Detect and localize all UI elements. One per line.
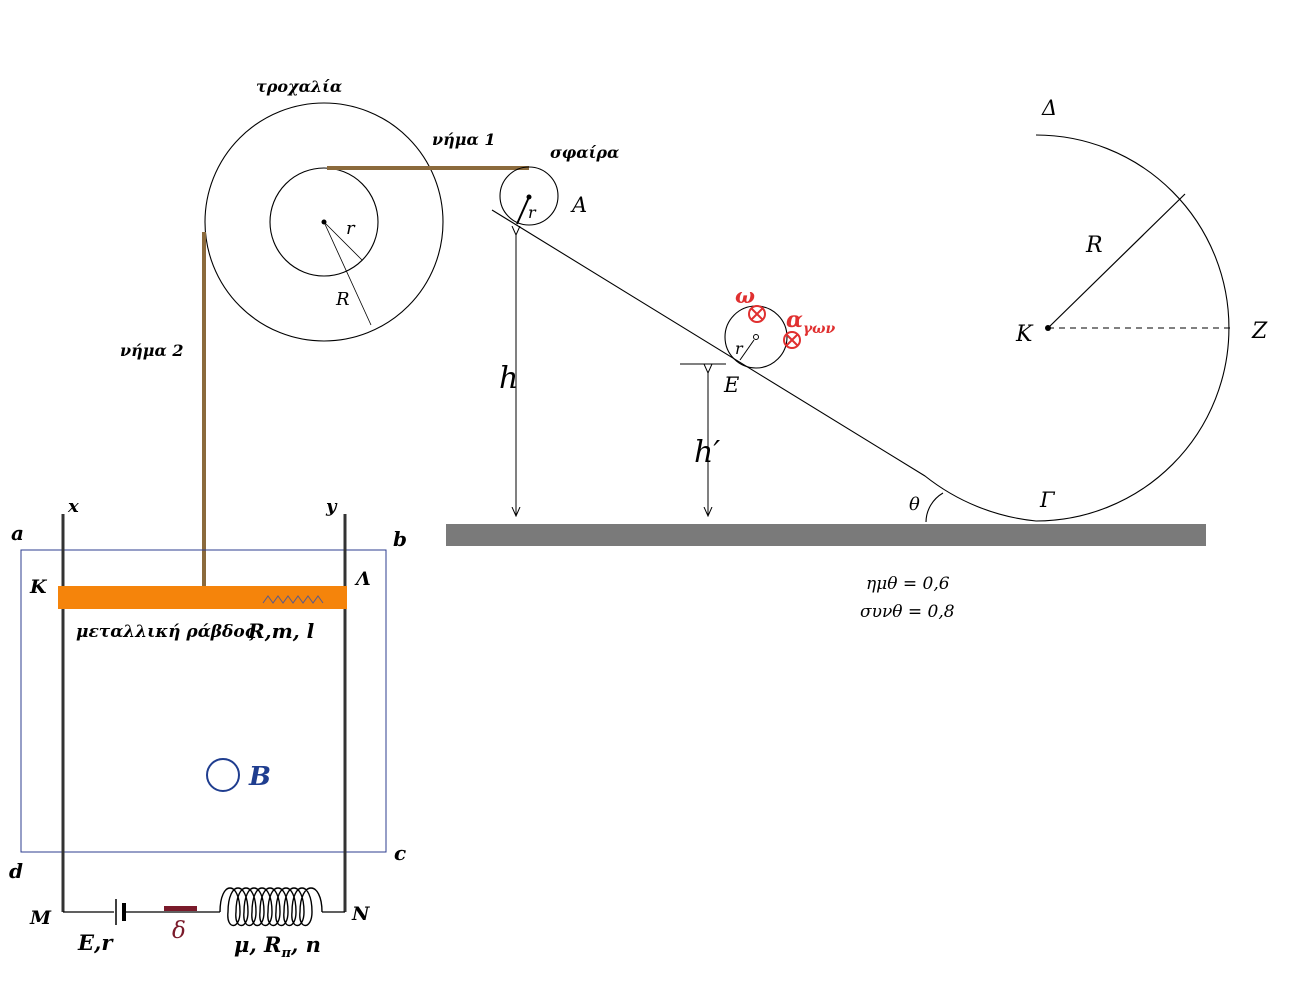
- coil-label: μ, Rπ, n: [234, 932, 321, 961]
- circuit: a b c d x y Κ Λ μεταλλική ράβδος R,m, l …: [9, 496, 407, 961]
- corner-d-label: d: [9, 859, 23, 883]
- node-N-label: N: [351, 903, 370, 925]
- coil-subscript: π: [280, 946, 291, 961]
- loop-radius: [1047, 193, 1186, 329]
- pulley-R-label: R: [335, 289, 350, 310]
- point-Z-label: Ζ: [1251, 319, 1268, 344]
- field-region: [20, 549, 387, 853]
- height-h-prime: h′: [680, 363, 726, 516]
- point-Gamma-label: Γ: [1039, 488, 1056, 512]
- alpha-label: αγων: [786, 307, 836, 337]
- height-h: h: [499, 235, 518, 516]
- node-M-label: M: [29, 907, 52, 929]
- coil-n: , n: [290, 932, 321, 957]
- alpha-into-page-icon: [783, 331, 801, 349]
- incline-and-loop: [491, 134, 1230, 522]
- pulley: r R τροχαλία: [204, 77, 444, 342]
- string-1-label: νήμα 1: [432, 130, 495, 149]
- sphere-top-radius: [516, 196, 530, 225]
- pulley-label: τροχαλία: [256, 77, 342, 96]
- field-out-of-page-icon: [206, 758, 240, 792]
- switch-label: δ: [172, 918, 186, 944]
- rod-caption: μεταλλική ράβδος: [76, 622, 256, 642]
- trig-values: ημθ = 0,6 συνθ = 0,8: [860, 574, 955, 622]
- field-B-label: B: [248, 762, 271, 792]
- cos-theta-text: συνθ = 0,8: [860, 602, 955, 622]
- sphere-mid-radius: [739, 339, 755, 361]
- pulley-inner-circle: [269, 167, 379, 277]
- sphere-label: σφαίρα: [550, 143, 619, 162]
- sphere-mid: r Ε ω αγων: [723, 283, 836, 397]
- omega-into-page-icon: [748, 305, 766, 323]
- corner-c-label: c: [394, 841, 406, 865]
- sin-theta-text: ημθ = 0,6: [866, 574, 950, 594]
- coil-icon: [219, 887, 323, 927]
- theta-arc: [925, 492, 944, 523]
- sphere-mid-r-label: r: [735, 339, 744, 358]
- point-E-label: Ε: [723, 373, 739, 397]
- corner-b-label: b: [393, 527, 407, 551]
- strings: νήμα 1 νήμα 2: [120, 130, 529, 588]
- h-prime-label: h′: [694, 435, 720, 470]
- loop-K-label: Κ: [1015, 322, 1034, 347]
- pulley-radius-r: [323, 221, 363, 261]
- rail-y-label: y: [325, 496, 338, 517]
- loop-R-label: R: [1085, 233, 1103, 258]
- track: θ Γ Δ: [446, 96, 1230, 546]
- battery-label: E,r: [77, 930, 114, 955]
- string-2-label: νήμα 2: [120, 341, 183, 360]
- switch-icon: [164, 906, 197, 911]
- corner-a-label: a: [11, 521, 24, 545]
- loop-geometry: R Κ Ζ: [1015, 193, 1268, 347]
- rod-params: R,m, l: [247, 619, 315, 643]
- theta-label: θ: [909, 494, 920, 515]
- ground: [446, 524, 1206, 546]
- sphere-top: r σφαίρα Α: [499, 143, 619, 226]
- pulley-outer-circle: [204, 102, 444, 342]
- rod-K-label: Κ: [29, 576, 48, 598]
- omega-label: ω: [735, 283, 755, 308]
- pulley-r-label: r: [346, 218, 356, 239]
- sphere-top-r-label: r: [528, 203, 537, 222]
- point-Delta-label: Δ: [1041, 96, 1057, 120]
- sphere-top-circle: [499, 166, 559, 226]
- rod-resistor-icon: [262, 595, 324, 604]
- sphere-mid-center: [753, 334, 759, 340]
- h-label: h: [499, 361, 518, 396]
- rod-L-label: Λ: [354, 568, 371, 590]
- metal-rod: [58, 586, 347, 609]
- point-A-label: Α: [570, 193, 587, 217]
- alpha-subscript: γων: [803, 321, 836, 337]
- pulley-radius-R: [323, 221, 372, 326]
- rail-x-label: x: [67, 496, 79, 517]
